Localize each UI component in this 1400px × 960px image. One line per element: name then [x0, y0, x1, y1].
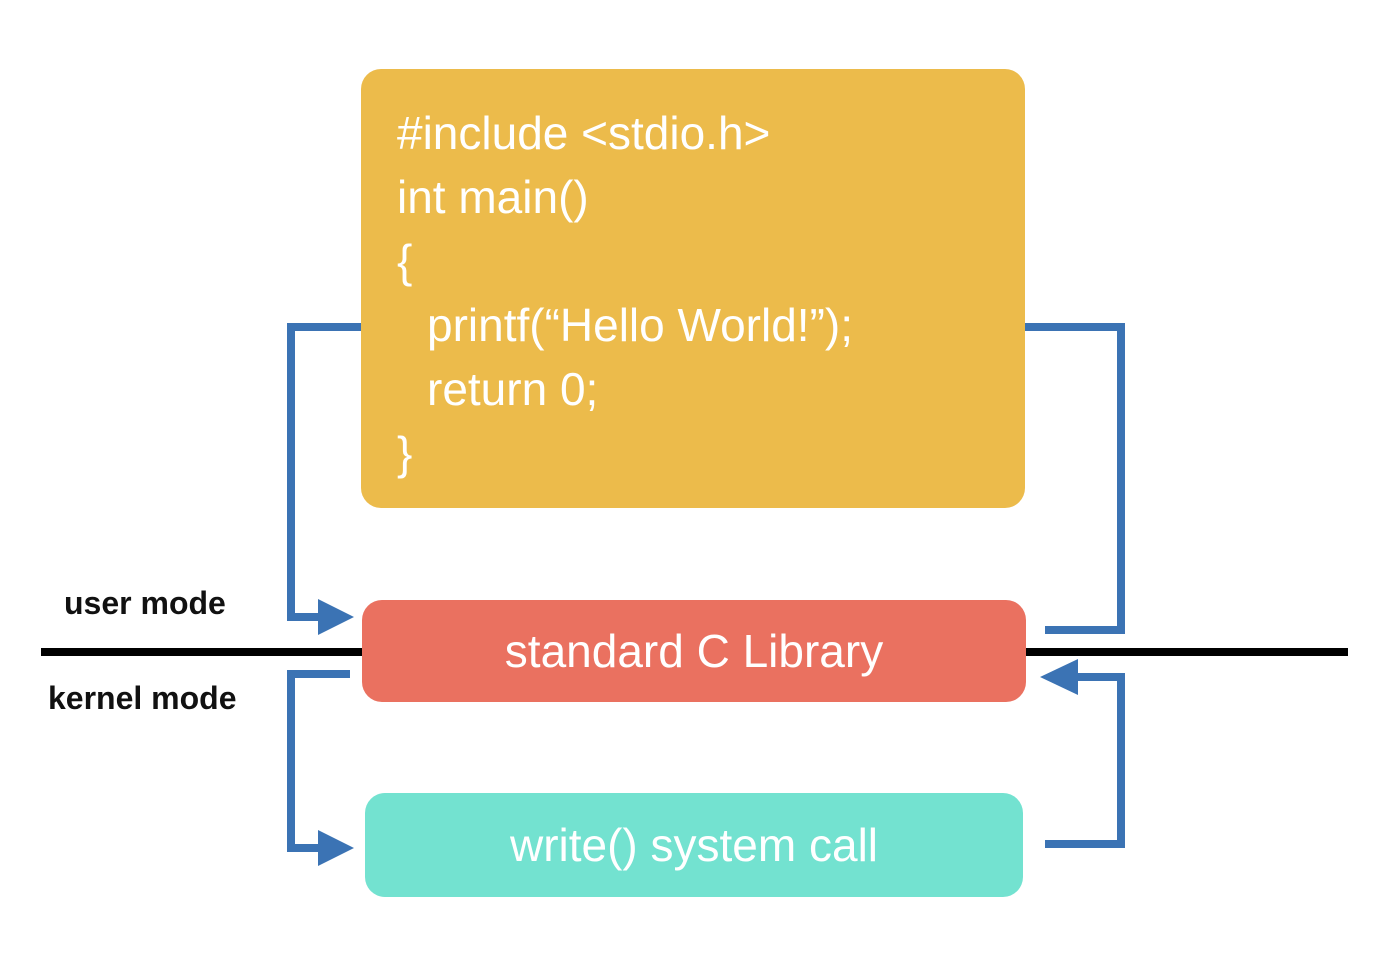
c-source-code-box: #include <stdio.h> int main() { printf(“… [361, 69, 1025, 508]
code-line-return: return 0; [427, 363, 599, 415]
code-line-include: #include <stdio.h> [397, 107, 771, 159]
arrowhead-printf-to-library [318, 599, 354, 635]
code-line-main: int main() [397, 171, 589, 223]
user-mode-label: user mode [64, 585, 226, 621]
arrow-printf-to-library [287, 323, 412, 621]
arrowhead-syscall-to-library [1040, 659, 1078, 695]
code-line-open-brace: { [397, 235, 413, 287]
code-line-printf: printf(“Hello World!”); [427, 299, 853, 351]
arrow-library-to-printf [982, 323, 1125, 634]
arrowhead-library-to-syscall [318, 830, 354, 866]
kernel-mode-label: kernel mode [48, 680, 237, 716]
write-system-call-label: write() system call [509, 819, 879, 871]
write-system-call-box: write() system call [365, 793, 1023, 897]
arrow-syscall-to-library [1045, 673, 1125, 848]
standard-c-library-box: standard C Library [362, 600, 1026, 702]
code-line-close-brace: } [397, 427, 413, 479]
arrow-library-to-syscall [287, 670, 350, 852]
standard-c-library-label: standard C Library [504, 625, 884, 677]
